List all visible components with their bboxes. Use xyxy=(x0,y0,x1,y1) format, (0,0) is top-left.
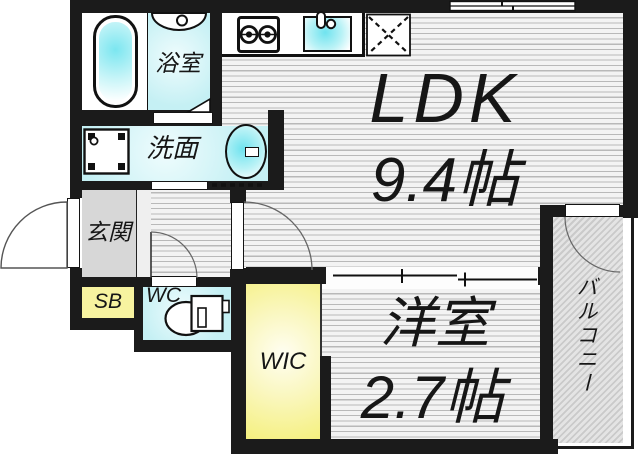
ldk-label: LDK xyxy=(369,59,521,137)
balcony-label: バルコニー xyxy=(574,276,597,396)
partition-band xyxy=(326,267,538,289)
hallway-floor xyxy=(151,188,231,277)
entrance-door-swing-arc xyxy=(0,201,68,269)
wall-bathroom-right xyxy=(210,0,222,126)
wall-hall-bottom xyxy=(70,277,231,287)
wall-shoebox-bottom xyxy=(70,318,143,330)
shoe-box-floor xyxy=(82,287,134,318)
wall-top xyxy=(70,0,638,13)
wc-label: WC xyxy=(146,284,181,307)
balcony-rail-bottom xyxy=(556,446,634,449)
wall-balcony-door-stub-left xyxy=(540,205,565,217)
shoe-box-label: SB xyxy=(93,290,122,313)
wall-wic-left xyxy=(231,268,246,454)
wash-basin-icon xyxy=(225,124,267,179)
washroom-label: 洗面 xyxy=(145,133,198,163)
wall-western-left-lower xyxy=(320,356,331,439)
wall-bottom xyxy=(231,439,558,454)
bathtub-water xyxy=(99,22,132,101)
entrance-label: 玄関 xyxy=(85,219,131,245)
wic-label: WIC xyxy=(259,348,307,375)
wic-western-opening-line xyxy=(320,284,322,356)
wic-floor xyxy=(246,284,320,439)
entrance-floor xyxy=(82,190,136,277)
wash-basin-tap xyxy=(245,147,259,157)
western-room-floor xyxy=(320,289,540,439)
wall-washroom-right xyxy=(268,110,284,190)
kitchen-sink-icon xyxy=(303,16,352,52)
bathroom-door-threshold xyxy=(153,112,213,124)
wall-balcony-left xyxy=(540,217,553,454)
balcony-door xyxy=(565,204,620,217)
western-room-label: 洋室 xyxy=(379,292,490,354)
balcony-rail-right xyxy=(631,207,634,449)
wall-wic-top xyxy=(246,267,326,284)
wall-ldk-door-stub-top xyxy=(230,190,246,203)
stove-icon xyxy=(237,16,280,53)
wall-left-upper xyxy=(70,0,82,198)
wall-right xyxy=(623,0,638,218)
wall-wc-bottom xyxy=(134,340,246,352)
ldk-size-label: 9.4帖 xyxy=(370,146,520,215)
washroom-sliding-door xyxy=(151,181,208,190)
wall-wc-left xyxy=(134,287,143,352)
entrance-step xyxy=(136,190,151,277)
western-room-size-label: 2.7帖 xyxy=(360,364,505,431)
bathroom-label: 浴室 xyxy=(155,50,201,76)
ldk-door-leaf xyxy=(231,202,244,270)
wall-balcony-door-stub-right xyxy=(620,205,638,217)
